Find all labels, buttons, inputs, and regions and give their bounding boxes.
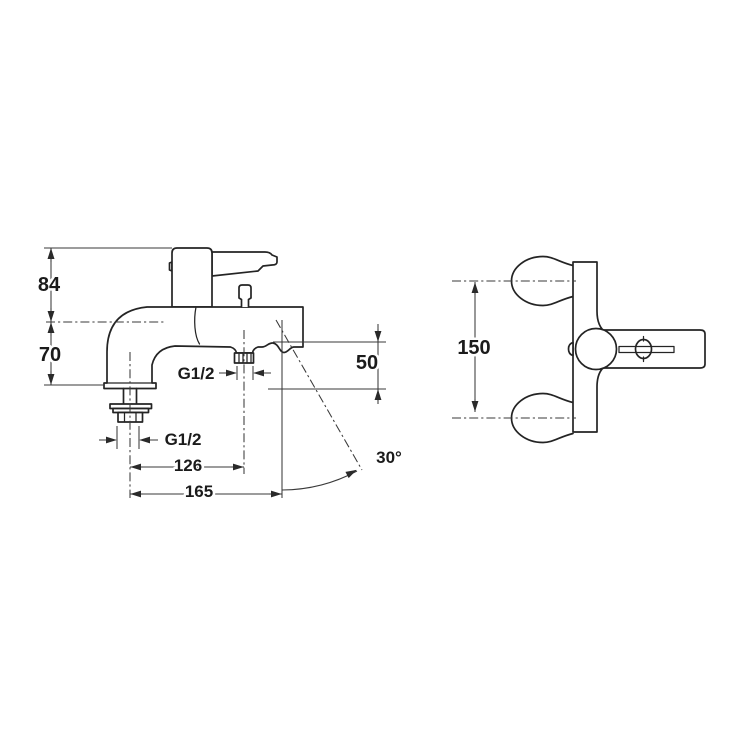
angle-30-label: 30°: [376, 448, 402, 467]
indicator-bump: [567, 341, 574, 357]
dimension-labels: 84 70 G1/2 G1/2 126 165 50 30° 150: [35, 272, 493, 504]
dimension-annotations: [44, 247, 576, 498]
handle-front: [599, 329, 706, 369]
body-spout-outline: [103, 306, 304, 390]
side-view: [103, 247, 304, 423]
dim-150-label: 150: [457, 337, 490, 359]
arrow-angle-arc: [345, 469, 357, 479]
handle-slot: [618, 345, 675, 354]
tail-flange-lower: [112, 407, 150, 414]
dim-126-label: 126: [174, 456, 202, 475]
cartridge-cap: [574, 327, 618, 371]
tail-flange-upper: [109, 403, 153, 410]
cartridge-housing: [171, 247, 213, 308]
body-inner-contour: [194, 306, 201, 345]
diverter-knob: [238, 284, 252, 308]
hose-angle-line: [275, 319, 363, 471]
dim-50-label: 50: [356, 352, 378, 374]
dim-165-label: 165: [185, 482, 213, 501]
shower-thread-label: G1/2: [178, 364, 215, 383]
handle-screw-boss: [634, 338, 653, 360]
dim-70-label: 70: [39, 344, 61, 366]
front-view: [510, 255, 706, 444]
dim-84-label: 84: [38, 274, 61, 296]
tail-thread-label: G1/2: [165, 430, 202, 449]
lever-handle: [211, 251, 278, 277]
angle-arc: [281, 470, 358, 491]
